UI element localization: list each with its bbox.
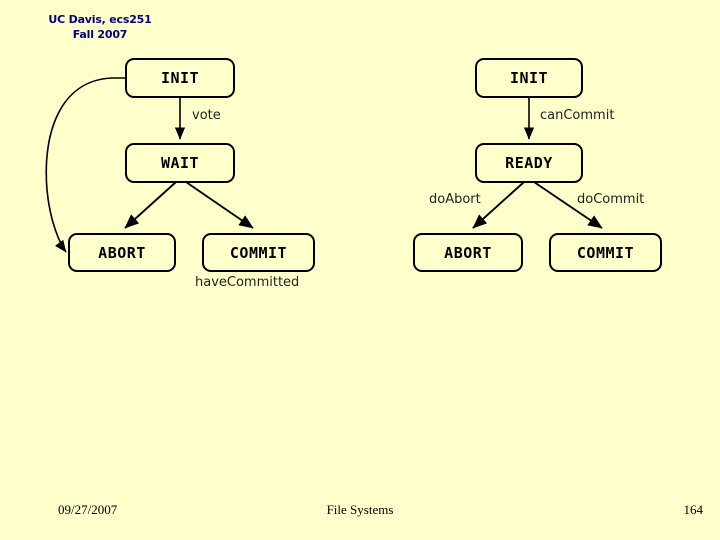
- node-left-init[interactable]: INIT: [125, 58, 235, 98]
- node-right-abort[interactable]: ABORT: [413, 233, 523, 272]
- node-left-wait[interactable]: WAIT: [125, 143, 235, 183]
- footer-title: File Systems: [326, 502, 394, 517]
- edge-label-can-commit: canCommit: [540, 108, 615, 123]
- footer-page-number: 164: [683, 502, 704, 517]
- edge-label-have-committed: haveCommitted: [195, 275, 300, 290]
- header-line-1: UC Davis, ecs251: [48, 13, 152, 26]
- edge-label-do-abort: doAbort: [429, 192, 481, 207]
- arrow-wait-to-abort: [124, 181, 177, 229]
- header-line-2: Fall 2007: [72, 28, 128, 41]
- node-right-commit[interactable]: COMMIT: [549, 233, 662, 272]
- node-left-commit[interactable]: COMMIT: [202, 233, 315, 272]
- arrow-wait-to-commit: [185, 181, 254, 229]
- slide-header: UC Davis, ecs251 Fall 2007: [0, 12, 200, 42]
- edge-label-do-commit: doCommit: [577, 192, 645, 207]
- node-right-init[interactable]: INIT: [475, 58, 583, 98]
- node-left-abort[interactable]: ABORT: [68, 233, 176, 272]
- edge-label-vote: vote: [192, 108, 221, 123]
- arrow-init-to-abort-curved: [45, 77, 125, 253]
- footer-date: 09/27/2007: [58, 502, 118, 517]
- node-right-ready[interactable]: READY: [475, 143, 583, 183]
